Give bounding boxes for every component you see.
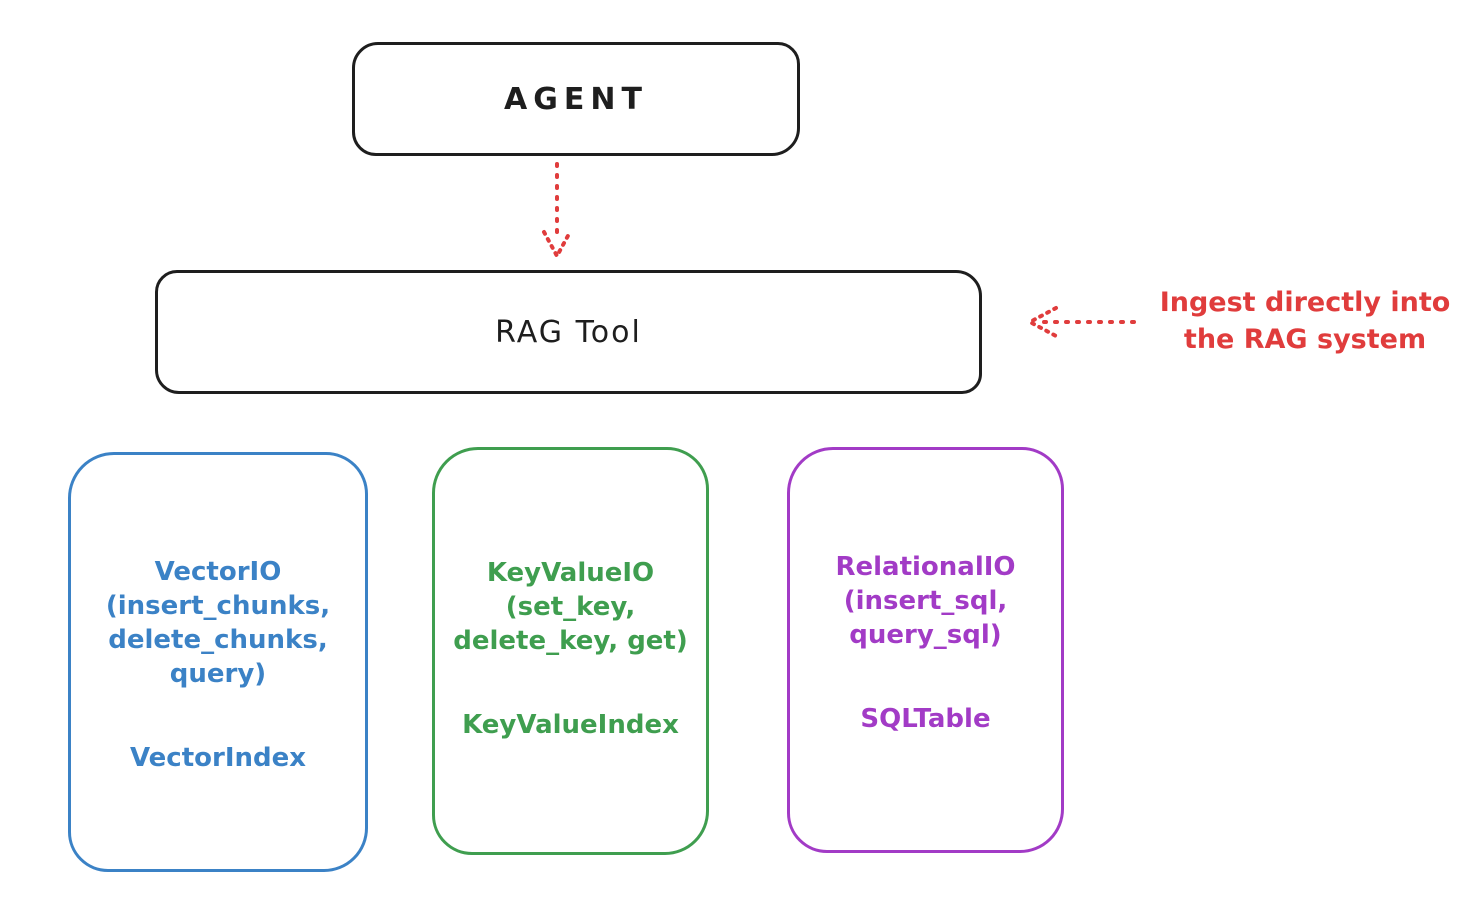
node-line: delete_key, get) xyxy=(453,626,688,656)
node-line: (insert_chunks, xyxy=(105,591,331,621)
vector-index-label: VectorIndex xyxy=(129,743,307,773)
node-line: KeyValueIO xyxy=(486,558,655,588)
keyvalue-io-text: KeyValueIO (set_key, delete_key, get) xyxy=(453,556,688,658)
node-line: query_sql) xyxy=(849,620,1002,650)
agent-to-ragtool-arrow xyxy=(542,162,572,258)
node-line: (set_key, xyxy=(505,592,636,622)
agent-label: AGENT xyxy=(504,81,648,117)
node-line: query) xyxy=(169,659,267,689)
ingest-annotation: Ingest directly into the RAG system xyxy=(1140,284,1470,358)
node-line: VectorIO xyxy=(154,557,282,587)
ingest-arrow xyxy=(1028,306,1136,338)
node-line: RelationalIO xyxy=(835,552,1016,582)
node-line: delete_chunks, xyxy=(108,625,328,655)
rag-tool-label: RAG Tool xyxy=(495,314,642,350)
vector-io-box: VectorIO (insert_chunks, delete_chunks, … xyxy=(68,452,368,872)
ingest-annotation-line2: the RAG system xyxy=(1183,324,1427,355)
relational-io-text: RelationalIO (insert_sql, query_sql) xyxy=(835,550,1015,652)
rag-tool-box: RAG Tool xyxy=(155,270,982,394)
sql-table-label: SQLTable xyxy=(860,704,991,734)
node-line: (insert_sql, xyxy=(843,586,1008,616)
agent-box: AGENT xyxy=(352,42,800,156)
vector-io-text: VectorIO (insert_chunks, delete_chunks, … xyxy=(106,555,330,691)
relational-io-box: RelationalIO (insert_sql, query_sql) SQL… xyxy=(787,447,1064,853)
ingest-annotation-line1: Ingest directly into xyxy=(1159,287,1451,318)
keyvalue-index-label: KeyValueIndex xyxy=(462,710,679,740)
keyvalue-io-box: KeyValueIO (set_key, delete_key, get) Ke… xyxy=(432,447,709,855)
